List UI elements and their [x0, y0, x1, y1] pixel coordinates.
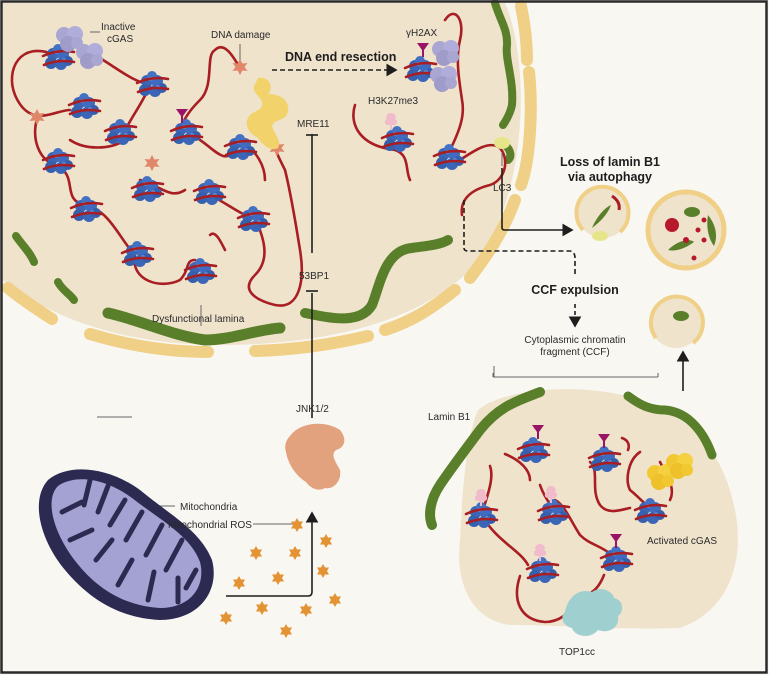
mitochondria-label: Mitochondria: [180, 502, 238, 513]
activated-cgas-label: Activated cGAS: [647, 536, 717, 547]
dna-damage-label: DNA damage: [211, 30, 271, 41]
ccf-label-line2: fragment (CCF): [540, 347, 609, 358]
loss-of-lamin-b1-label-line1: Loss of lamin B1: [560, 155, 660, 169]
lc3-label: LC3: [493, 183, 512, 194]
ccf-expulsion-label: CCF expulsion: [531, 283, 619, 297]
nuclear-envelope: [2, 0, 537, 358]
senescent-nucleus: [2, 0, 537, 358]
top1cc-label: TOP1cc: [559, 647, 595, 658]
h3k27me3-label: H3K27me3: [368, 96, 418, 107]
mitochondria-icon: [38, 469, 214, 620]
top1cc-icon: [562, 589, 623, 636]
inactive-cgas-label-line2: cGAS: [107, 34, 133, 45]
autophagosomes: [574, 184, 727, 348]
lc3-icon: [494, 137, 510, 149]
ros-to-jnk-arrow: [226, 511, 319, 597]
jnk-label: JNK1/2: [296, 404, 329, 415]
gamma-h2ax-label: γH2AX: [406, 28, 437, 39]
dysfunctional-lamina-label: Dysfunctional lamina: [152, 314, 245, 325]
lamina: [12, 0, 517, 346]
53bp1-label: 53BP1: [299, 271, 329, 282]
labels: Inactive cGAS DNA damage DNA end resecti…: [101, 22, 717, 658]
dna-end-resection-label: DNA end resection: [285, 50, 396, 64]
autophagosome: [650, 296, 702, 348]
mre11-protein-icon: [246, 77, 289, 150]
ccf-label-line1: Cytoplasmic chromatin: [524, 335, 625, 346]
autophagy-arrow: [501, 168, 574, 237]
ccf-expulsion-path: [463, 200, 576, 275]
lamin-b1-fragments: [425, 387, 717, 530]
pathway-arrows: [226, 63, 690, 597]
inactive-cgas-label-line1: Inactive: [101, 22, 136, 33]
loss-of-lamin-b1-label-line2: via autophagy: [568, 170, 652, 184]
lamin-b1-label: Lamin B1: [428, 412, 471, 423]
mitochondrial-ros-label: Mitochondrial ROS: [168, 520, 252, 531]
mre11-label: MRE11: [297, 119, 330, 130]
autolysosome: [648, 192, 724, 268]
cytoplasmic-chromatin-fragment: [425, 387, 738, 636]
jnk-protein-icon: [285, 423, 345, 490]
